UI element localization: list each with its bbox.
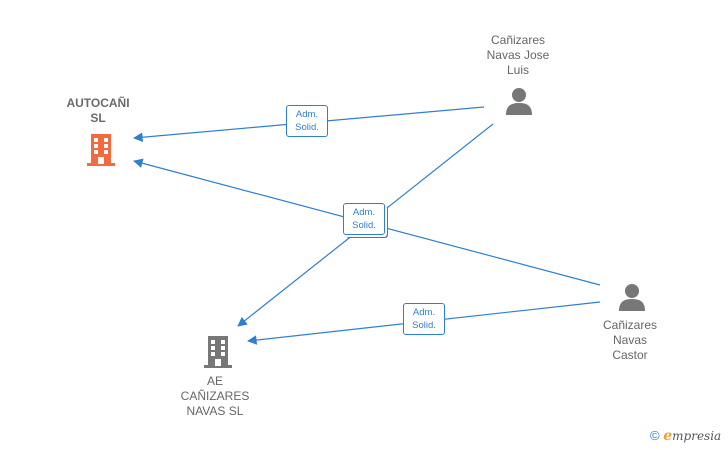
label-line: Navas xyxy=(612,333,647,347)
empresia-logo-text: mpresia xyxy=(672,429,722,443)
badge-line: Solid. xyxy=(352,220,376,231)
empresia-logo-initial: e xyxy=(663,428,673,444)
person-label-castor[interactable]: Cañizares Navas Castor xyxy=(580,318,680,363)
label-line: Navas Jose xyxy=(486,48,550,62)
edge-badge-castor-ae-canizares[interactable]: Adm. Solid. xyxy=(403,303,445,335)
label-line: CAÑIZARES xyxy=(180,389,250,403)
badge-line: Solid. xyxy=(295,122,319,133)
person-icon[interactable] xyxy=(617,282,647,312)
badge-line: Adm. xyxy=(295,109,319,120)
label-line: Castor xyxy=(612,348,648,362)
person-label-jose-luis[interactable]: Cañizares Navas Jose Luis xyxy=(468,33,568,78)
building-icon[interactable] xyxy=(201,334,235,370)
badge-line: Adm. xyxy=(412,307,436,318)
building-icon[interactable] xyxy=(84,132,118,168)
label-line: AUTOCAÑI xyxy=(66,96,130,110)
empresia-credit[interactable]: © empresia xyxy=(650,428,721,444)
copyright-icon: © xyxy=(650,428,660,443)
label-line: NAVAS SL xyxy=(186,404,244,418)
label-line: SL xyxy=(90,111,106,125)
company-label-autocani[interactable]: AUTOCAÑI SL xyxy=(48,96,148,126)
label-line: Cañizares xyxy=(602,318,658,332)
badge-line: Adm. xyxy=(352,207,376,218)
label-line: Cañizares xyxy=(490,33,546,47)
edge-badge-castor-autocani[interactable]: Adm. Solid. xyxy=(343,203,385,235)
label-line: AE xyxy=(206,374,223,388)
label-line: Luis xyxy=(506,63,529,77)
badge-line: Solid. xyxy=(412,320,436,331)
company-label-ae-canizares[interactable]: AE CAÑIZARES NAVAS SL xyxy=(165,374,265,419)
edge-badge-jose-luis-autocani[interactable]: Adm. Solid. xyxy=(286,105,328,137)
person-icon[interactable] xyxy=(504,86,534,116)
